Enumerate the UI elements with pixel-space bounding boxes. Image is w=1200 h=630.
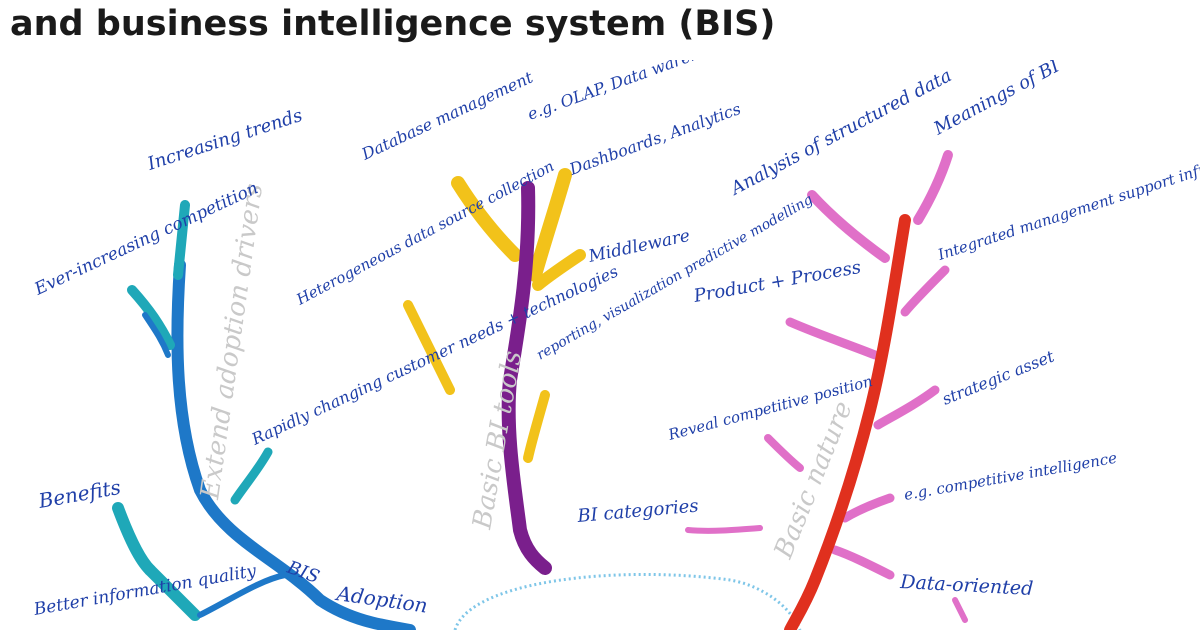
- left-branch-rapidly: [230, 447, 273, 505]
- left-trunk: [171, 259, 416, 630]
- root-bubble: [453, 572, 802, 630]
- left-branch-benefits: [112, 502, 156, 576]
- label-meanings-of-bi: Meanings of BI: [930, 60, 1064, 140]
- middle-branch-yellow-hetero: [403, 300, 455, 395]
- right-trunk: [784, 214, 911, 630]
- middle-branch-yellow-left: [451, 176, 522, 262]
- right-branch-meanings: [913, 150, 953, 225]
- left-branch-root: [197, 572, 288, 618]
- label-analysis-structured: Analysis of structured data: [726, 65, 955, 200]
- right-branch-data: [830, 545, 895, 580]
- label-bi-categories: BI categories: [576, 495, 700, 527]
- right-branch-competitive: [840, 493, 895, 523]
- right-branch-strategic: [873, 385, 940, 430]
- label-competitive-intelligence: e.g. competitive intelligence: [903, 449, 1119, 504]
- right-branch-integrated: [900, 265, 950, 317]
- right-branch-product: [785, 317, 880, 360]
- label-product-process: Product + Process: [691, 257, 862, 307]
- right-branch-analysis: [807, 190, 890, 263]
- left-branch-top: [173, 200, 190, 280]
- left-branch-competition: [127, 285, 175, 350]
- label-database-management: Database management: [358, 67, 537, 164]
- label-strategic-asset: strategic asset: [939, 346, 1057, 408]
- middle-tree: [403, 168, 586, 575]
- right-root-pink: [952, 597, 968, 623]
- label-data-oriented: Data-oriented: [899, 571, 1034, 600]
- left-tree: [112, 200, 416, 630]
- right-branch-reveal: [764, 434, 804, 472]
- label-dashboards: Dashboards, Analytics: [566, 99, 743, 179]
- label-integrated-management: Integrated management support infrastruc…: [935, 136, 1200, 265]
- bis-mind-map: Extend adoption drivers Basic BI tools B…: [31, 60, 1200, 630]
- label-middleware: Middleware: [586, 226, 692, 267]
- right-branch-categories: [685, 525, 763, 534]
- middle-branch-yellow-top: [528, 168, 572, 282]
- middle-trunk: [501, 181, 552, 575]
- middle-branch-yellow-mid: [532, 249, 586, 291]
- label-increasing-trends: Increasing trends: [144, 105, 305, 175]
- label-benefits: Benefits: [36, 475, 123, 513]
- label-bis: BIS: [283, 557, 322, 588]
- right-tree: [685, 150, 968, 630]
- slide-title: and business intelligence system (BIS): [10, 4, 776, 44]
- middle-branch-yellow-lower: [523, 390, 550, 463]
- left-branch-lower: [144, 564, 201, 621]
- left-branch-stub: [142, 312, 171, 358]
- left-trunk-label: Extend adoption drivers: [195, 182, 269, 502]
